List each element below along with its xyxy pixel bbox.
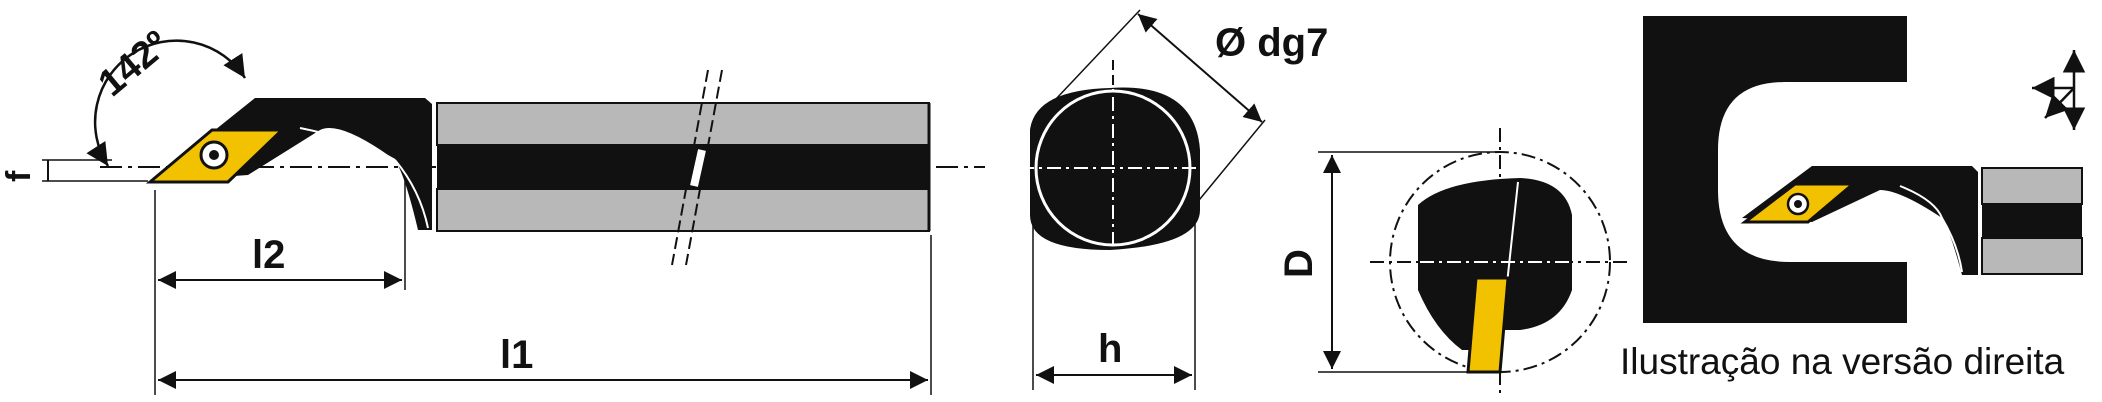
diameter-label: Ø dg7: [1215, 21, 1328, 65]
bar-shank-upper: [1981, 167, 2083, 205]
shank-core: [437, 145, 929, 189]
workpiece-block: [1643, 16, 1907, 323]
shank-upper: [436, 102, 930, 146]
side-view: 142º f l2 l1: [0, 23, 985, 395]
l1-label: l1: [500, 333, 533, 377]
bar-head-edge: [1899, 185, 1963, 273]
torx-screw-icon: [1786, 192, 1810, 216]
caption: Ilustração na versão direita: [1620, 341, 2065, 382]
direction-arrows-icon: [2032, 50, 2086, 130]
bore-insert: [1466, 276, 1510, 374]
bar-shank-core: [1982, 204, 2082, 238]
dia-ext-b: [1194, 119, 1266, 206]
f-label: f: [0, 170, 38, 182]
right-hand-illustration: Ilustração na versão direita: [1620, 16, 2086, 382]
torx-screw-icon: [199, 140, 229, 170]
h-label: h: [1098, 327, 1122, 371]
l2-label: l2: [252, 233, 285, 277]
angle-arc: [86, 39, 247, 167]
bar-shank-lower: [1981, 237, 2083, 275]
shank-cross-section: Ø dg7 h: [1020, 9, 1328, 390]
dia-dim: [1137, 13, 1263, 123]
min-bore-view: D: [1277, 128, 1630, 395]
head-relief-edge: [394, 159, 429, 229]
break-gap: [690, 149, 706, 187]
head-chip-face: [299, 127, 396, 161]
bore-shank: [1418, 178, 1572, 350]
dia-ext-a: [1054, 9, 1141, 101]
D-label: D: [1277, 249, 1321, 278]
angle-label: 142º: [91, 23, 177, 105]
